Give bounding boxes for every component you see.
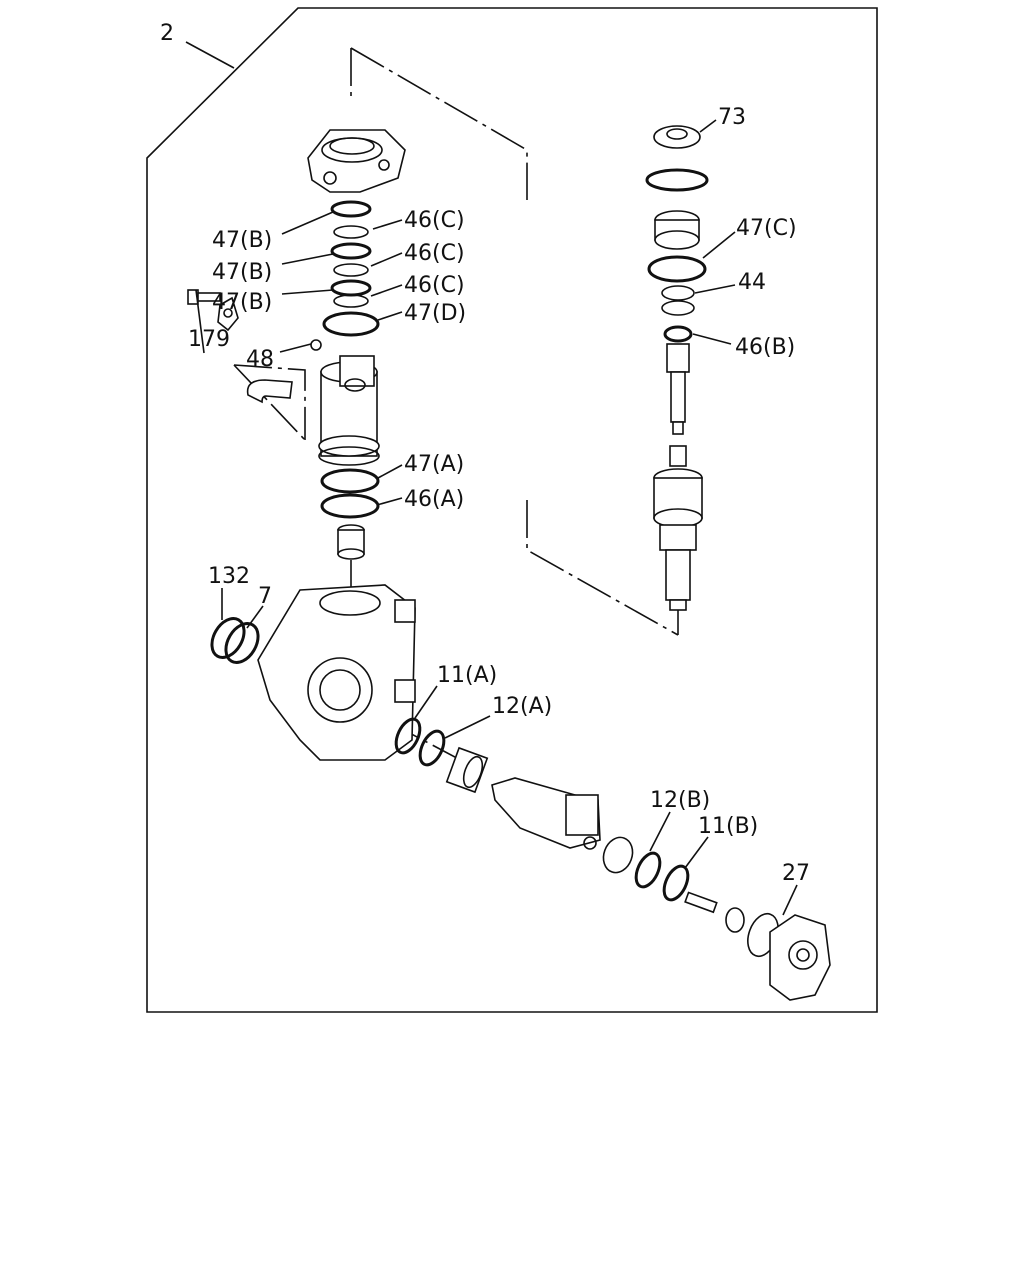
assembly-frame [146, 7, 878, 1013]
callout-44: 44 [738, 270, 766, 295]
callout-27: 27 [782, 861, 810, 886]
o-ring-stack [322, 200, 380, 337]
callout-73: 73 [718, 105, 746, 130]
callout-12a: 12(A) [492, 694, 552, 719]
callout-47c: 47(C) [736, 216, 797, 241]
callout-132: 132 [208, 564, 250, 589]
callout-46c-1: 46(C) [404, 208, 465, 233]
callout-leaders [195, 119, 798, 916]
callout-7: 7 [258, 584, 272, 609]
snap-rings-12B-11B [634, 851, 690, 902]
bearing-2-part [602, 836, 634, 874]
o-ring-47C [647, 255, 707, 283]
callout-47d: 47(D) [404, 301, 466, 326]
end-cover-part [747, 912, 831, 1001]
o-ring-46A-47A [320, 468, 380, 519]
callout-46c-2: 46(C) [404, 241, 465, 266]
callout-47b-2: 47(B) [212, 260, 272, 285]
callout-2: 2 [160, 21, 174, 46]
bolt-179-part [187, 289, 239, 332]
adjust-screw-part [684, 891, 745, 933]
hose-part [246, 379, 293, 404]
bearing-44-part [661, 285, 695, 316]
o-ring-46B [663, 325, 693, 343]
callout-11a: 11(A) [437, 663, 497, 688]
callout-labels: 2 73 47(C) 44 46(B) 46(C) 46(C) 46(C) 47… [160, 21, 810, 886]
callout-179: 179 [188, 327, 230, 352]
top-cover-part [307, 129, 406, 193]
callout-48: 48 [246, 347, 274, 372]
callout-11b: 11(B) [698, 814, 758, 839]
gear-housing-part [257, 584, 416, 761]
callout-47b-3: 47(B) [212, 290, 272, 315]
washer-73-part [653, 125, 701, 149]
snap-ring-top-right [645, 168, 709, 192]
ball-nut-part [653, 445, 703, 611]
sector-shaft-part [491, 777, 601, 850]
plug-48-part [310, 339, 322, 351]
callout-46c-3: 46(C) [404, 273, 465, 298]
valve-cylinder-part [318, 355, 380, 466]
callout-47a: 47(A) [404, 452, 464, 477]
snap-rings-11A-12A [394, 717, 446, 767]
callout-46b: 46(B) [735, 335, 795, 360]
upper-cap-part [654, 210, 700, 250]
bearing-part [445, 746, 489, 794]
piston-rod-part [337, 524, 365, 560]
callout-46a: 46(A) [404, 487, 464, 512]
input-shaft-part [666, 343, 690, 435]
seal-rings-132-7 [210, 617, 260, 664]
callout-12b: 12(B) [650, 788, 710, 813]
leader-2 [185, 41, 235, 69]
callout-47b-1: 47(B) [212, 228, 272, 253]
